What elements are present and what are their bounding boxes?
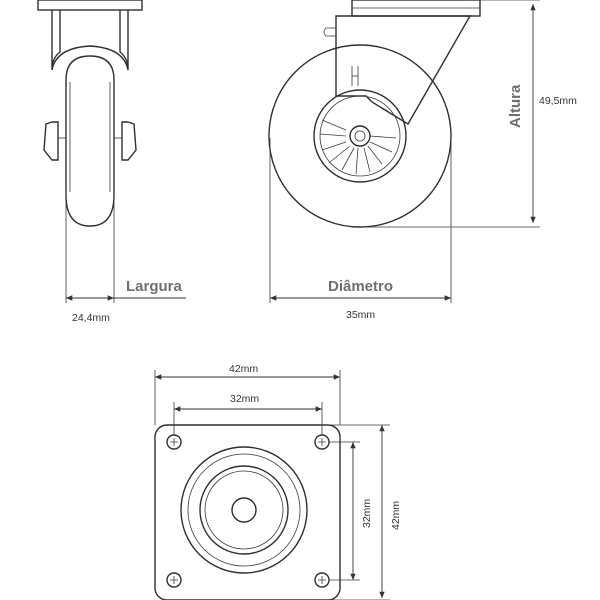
diameter-value: 35mm [346,309,375,321]
side-hub [313,89,407,183]
hole-spacing-v-value: 32mm [361,499,373,528]
plate-width-value: 42mm [229,363,258,375]
height-label: Altura [507,84,524,128]
plate-center-hole [231,497,257,523]
front-fork [51,10,129,71]
front-axle-right [121,121,137,161]
side-bracket [335,15,472,125]
plate-height-value: 42mm [390,501,402,530]
width-value: 24,4mm [72,312,110,324]
front-top-plate [37,0,143,11]
front-axle-left [43,121,59,161]
width-label: Largura [126,278,183,295]
mounting-holes [166,434,330,588]
plate-view: 42mm 32mm 32mm 42mm [154,363,402,600]
front-wheel [65,55,115,227]
front-view: Largura 24,4mm [37,0,186,324]
plate-outer-ring [180,446,308,574]
side-view: Diâmetro 35mm Altura 49,5mm [268,0,577,321]
mounting-plate [154,424,341,600]
diameter-label: Diâmetro [328,278,393,295]
hole-spacing-h-value: 32mm [230,393,259,405]
side-wheel [268,44,452,228]
height-value: 49,5mm [539,95,577,107]
